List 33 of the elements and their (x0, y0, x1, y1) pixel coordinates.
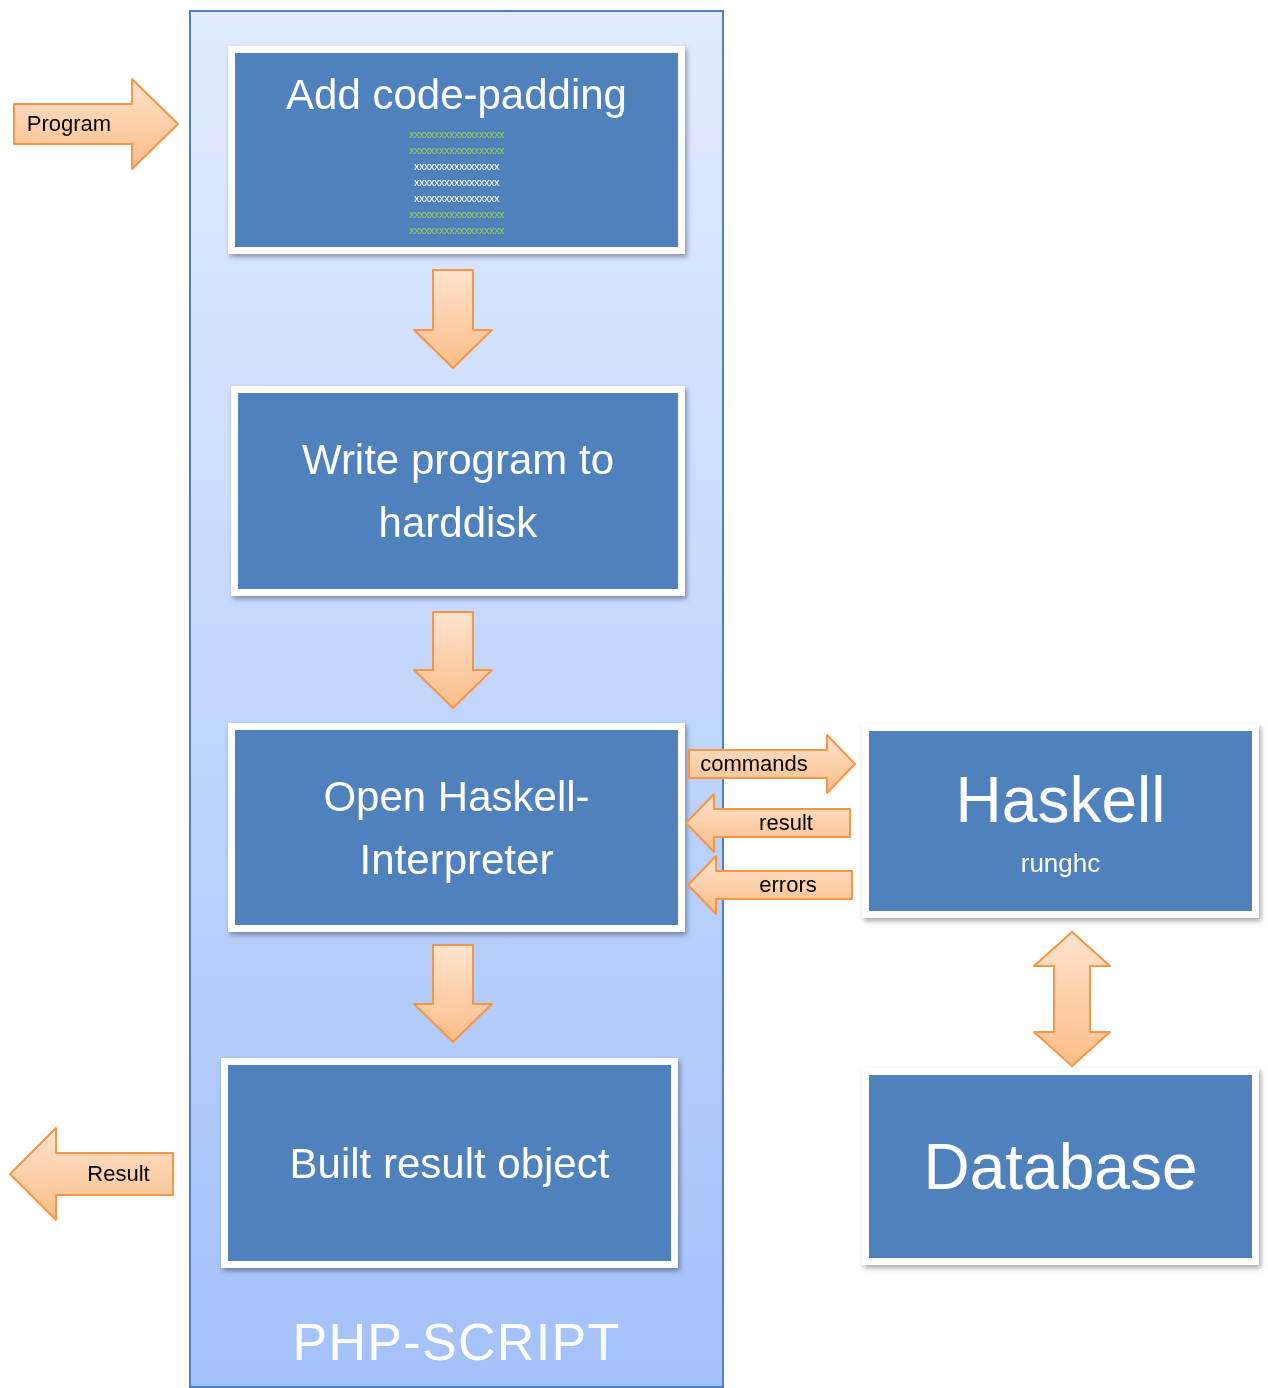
block-arrow (687, 855, 853, 915)
box-title: Open Haskell-Interpreter (322, 771, 591, 885)
code-line: xxxxxxxxxxxxxxxxx (414, 158, 499, 174)
code-line: xxxxxxxxxxxxxxxxxxx (409, 142, 504, 158)
box-title: Write program to harddisk (301, 435, 615, 548)
process-box (221, 1058, 678, 1268)
box-title: Haskell (955, 762, 1166, 838)
block-arrow (688, 734, 856, 794)
process-box (228, 723, 685, 932)
code-line: xxxxxxxxxxxxxxxxxxx (409, 126, 504, 142)
edge-label: errors (759, 874, 817, 896)
box-title: Add code-padding (286, 69, 627, 120)
code-line: xxxxxxxxxxxxxxxxxxx (409, 206, 504, 222)
code-line: xxxxxxxxxxxxxxxxx (414, 190, 499, 206)
code-line: xxxxxxxxxxxxxxxxx (414, 174, 499, 190)
edge-label: result (759, 812, 813, 834)
code-line: xxxxxxxxxxxxxxxxxxx (409, 222, 504, 238)
box-subtitle: runghc (1020, 846, 1101, 880)
block-arrow (413, 269, 493, 369)
edge-label: commands (700, 753, 808, 775)
block-arrow (9, 1127, 174, 1221)
container-title: PHP-SCRIPT (291, 1316, 622, 1368)
block-arrow (1033, 931, 1111, 1067)
block-arrow (13, 78, 179, 170)
block-arrow (413, 611, 493, 709)
block-arrow (413, 944, 493, 1043)
box-title: Built result object (289, 1138, 610, 1189)
edge-label: Program (26, 113, 112, 135)
process-box (228, 46, 685, 254)
edge-label: Result (87, 1163, 150, 1185)
block-arrow (685, 793, 851, 853)
box-title: Database (923, 1129, 1198, 1205)
process-box (231, 386, 685, 596)
